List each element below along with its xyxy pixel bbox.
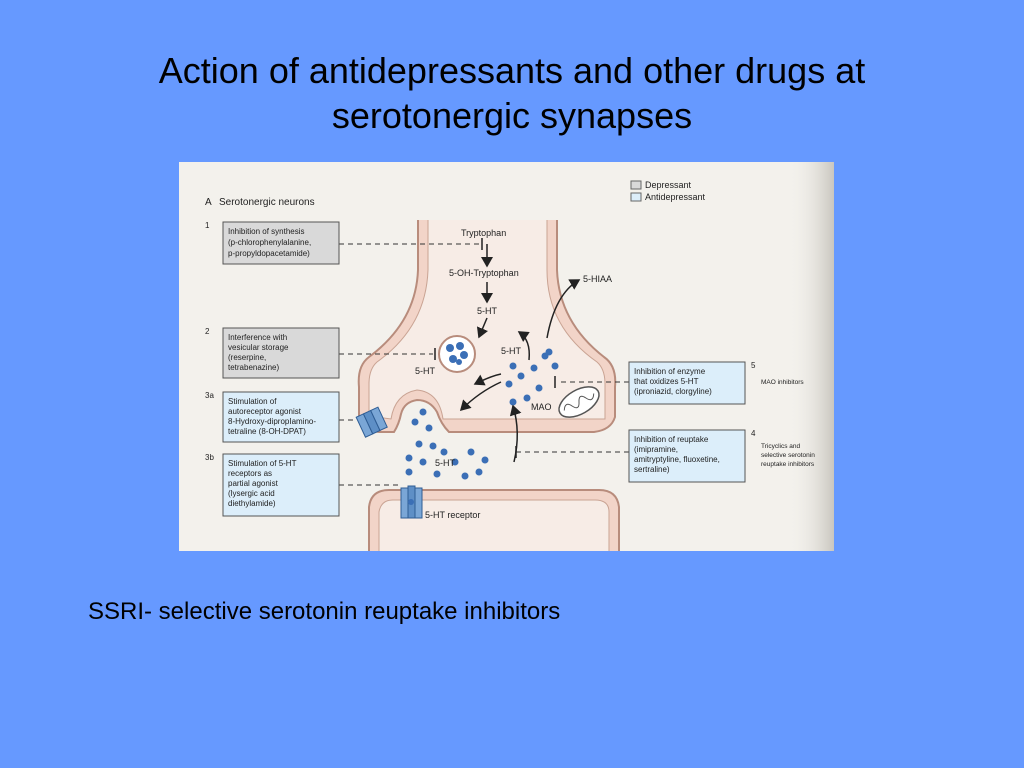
box-4-line-4: sertraline)	[634, 465, 670, 474]
mitochondrion	[558, 386, 600, 418]
label-mao-inhibitors: MAO inhibitors	[761, 379, 804, 386]
drug-action-connectors	[339, 243, 629, 486]
box-3b-line-1: Stimulation of 5-HT	[228, 459, 297, 468]
box-5-line-3: (iproniazid, clorgyline)	[634, 387, 712, 396]
box-4-line-3: amitryptyline, fluoxetine,	[634, 455, 720, 464]
pathway-arrows	[459, 244, 581, 463]
label-tricyclics-line-3: reuptake inhibitors	[761, 461, 815, 468]
box-2-line-1: Interference with	[228, 333, 287, 342]
page-gutter-shading	[789, 162, 834, 551]
label-5ht-top: 5-HT	[477, 306, 498, 316]
legend-depressant-swatch	[630, 180, 642, 190]
legend-depressant: Depressant	[645, 180, 692, 190]
slide-footer: SSRI- selective serotonin reuptake inhib…	[88, 598, 561, 625]
label-5ht-cleft: 5-HT	[435, 458, 456, 468]
label-tryptophan: Tryptophan	[461, 228, 506, 238]
box-1-line-2: (p-chlorophenylalanine,	[228, 238, 311, 247]
slide-title: Action of antidepressants and other drug…	[60, 48, 964, 138]
box-4-line-2: (imipramine,	[634, 445, 678, 454]
box-3a-line-3: 8-Hydroxy-dipropIamino-	[228, 417, 316, 426]
box-4-line-1: Inhibition of reuptake	[634, 435, 709, 444]
postsynaptic-5ht-receptor	[400, 485, 423, 519]
box-1-line-1: Inhibition of synthesis	[228, 227, 305, 236]
label-5-hiaa: 5-HIAA	[583, 274, 612, 284]
box-3b	[222, 453, 340, 517]
box-3b-number: 3b	[205, 453, 214, 462]
label-5-oh-tryptophan: 5-OH-Tryptophan	[449, 268, 519, 278]
box-3b-line-5: diethylamide)	[228, 499, 276, 508]
box-5-line-1: Inhibition of enzyme	[634, 367, 706, 376]
legend-antidepressant: Antidepressant	[645, 192, 706, 202]
box-2-line-3: (reserpine,	[228, 353, 266, 362]
box-3b-line-2: receptors as	[228, 469, 272, 478]
postsynaptic-neuron-inner	[378, 499, 610, 551]
box-2	[222, 327, 340, 379]
box-5-line-2: that oxidizes 5-HT	[634, 377, 699, 386]
synaptic-vesicle	[438, 335, 476, 373]
box-3a-line-2: autoreceptor agonist	[228, 407, 302, 416]
box-3b-line-3: partial agonist	[228, 479, 279, 488]
title-line-2: serotonergic synapses	[331, 95, 693, 136]
box-3a	[222, 391, 340, 443]
cytosolic-5ht-molecules	[505, 348, 559, 406]
inhibition-bars	[434, 238, 556, 458]
cleft-5ht-molecules	[405, 408, 489, 480]
box-4	[628, 429, 746, 483]
panel-label: A	[205, 197, 212, 208]
box-3b-line-4: (lysergic acid	[228, 489, 275, 498]
box-2-number: 2	[205, 327, 210, 336]
box-2-line-2: vesicular storage	[228, 343, 289, 352]
box-1	[222, 221, 340, 265]
vesicle-5ht-molecules	[446, 342, 468, 365]
legend-antidepressant-swatch	[630, 192, 642, 202]
box-4-number: 4	[751, 429, 756, 438]
synapse-diagram-svg: Tryptophan 5-OH-Tryptophan 5-HT 5-HT 5-H…	[205, 162, 834, 551]
synapse-diagram: Tryptophan 5-OH-Tryptophan 5-HT 5-HT 5-H…	[179, 162, 834, 551]
title-line-1: Action of antidepressants and other drug…	[158, 50, 866, 91]
box-3a-line-1: Stimulation of	[228, 397, 277, 406]
label-5ht-cytosol: 5-HT	[501, 346, 522, 356]
box-5-number: 5	[751, 361, 756, 370]
box-1-number: 1	[205, 221, 210, 230]
box-3a-number: 3a	[205, 391, 214, 400]
panel-title: Serotonergic neurons	[219, 197, 315, 208]
label-tricyclics-line-1: Tricyclics and	[761, 443, 801, 450]
autoreceptor	[355, 406, 388, 438]
box-3a-line-4: tetraline (8-OH-DPAT)	[228, 427, 306, 436]
box-2-line-4: tetrabenazine)	[228, 363, 279, 372]
label-mao: MAO	[531, 402, 552, 412]
box-5	[628, 361, 746, 405]
label-tricyclics-line-2: selective serotonin	[761, 452, 815, 459]
label-5ht-vesicle: 5-HT	[415, 366, 436, 376]
box-1-line-3: p-propyldopacetamide)	[228, 249, 310, 258]
label-5ht-receptor: 5-HT receptor	[425, 510, 480, 520]
